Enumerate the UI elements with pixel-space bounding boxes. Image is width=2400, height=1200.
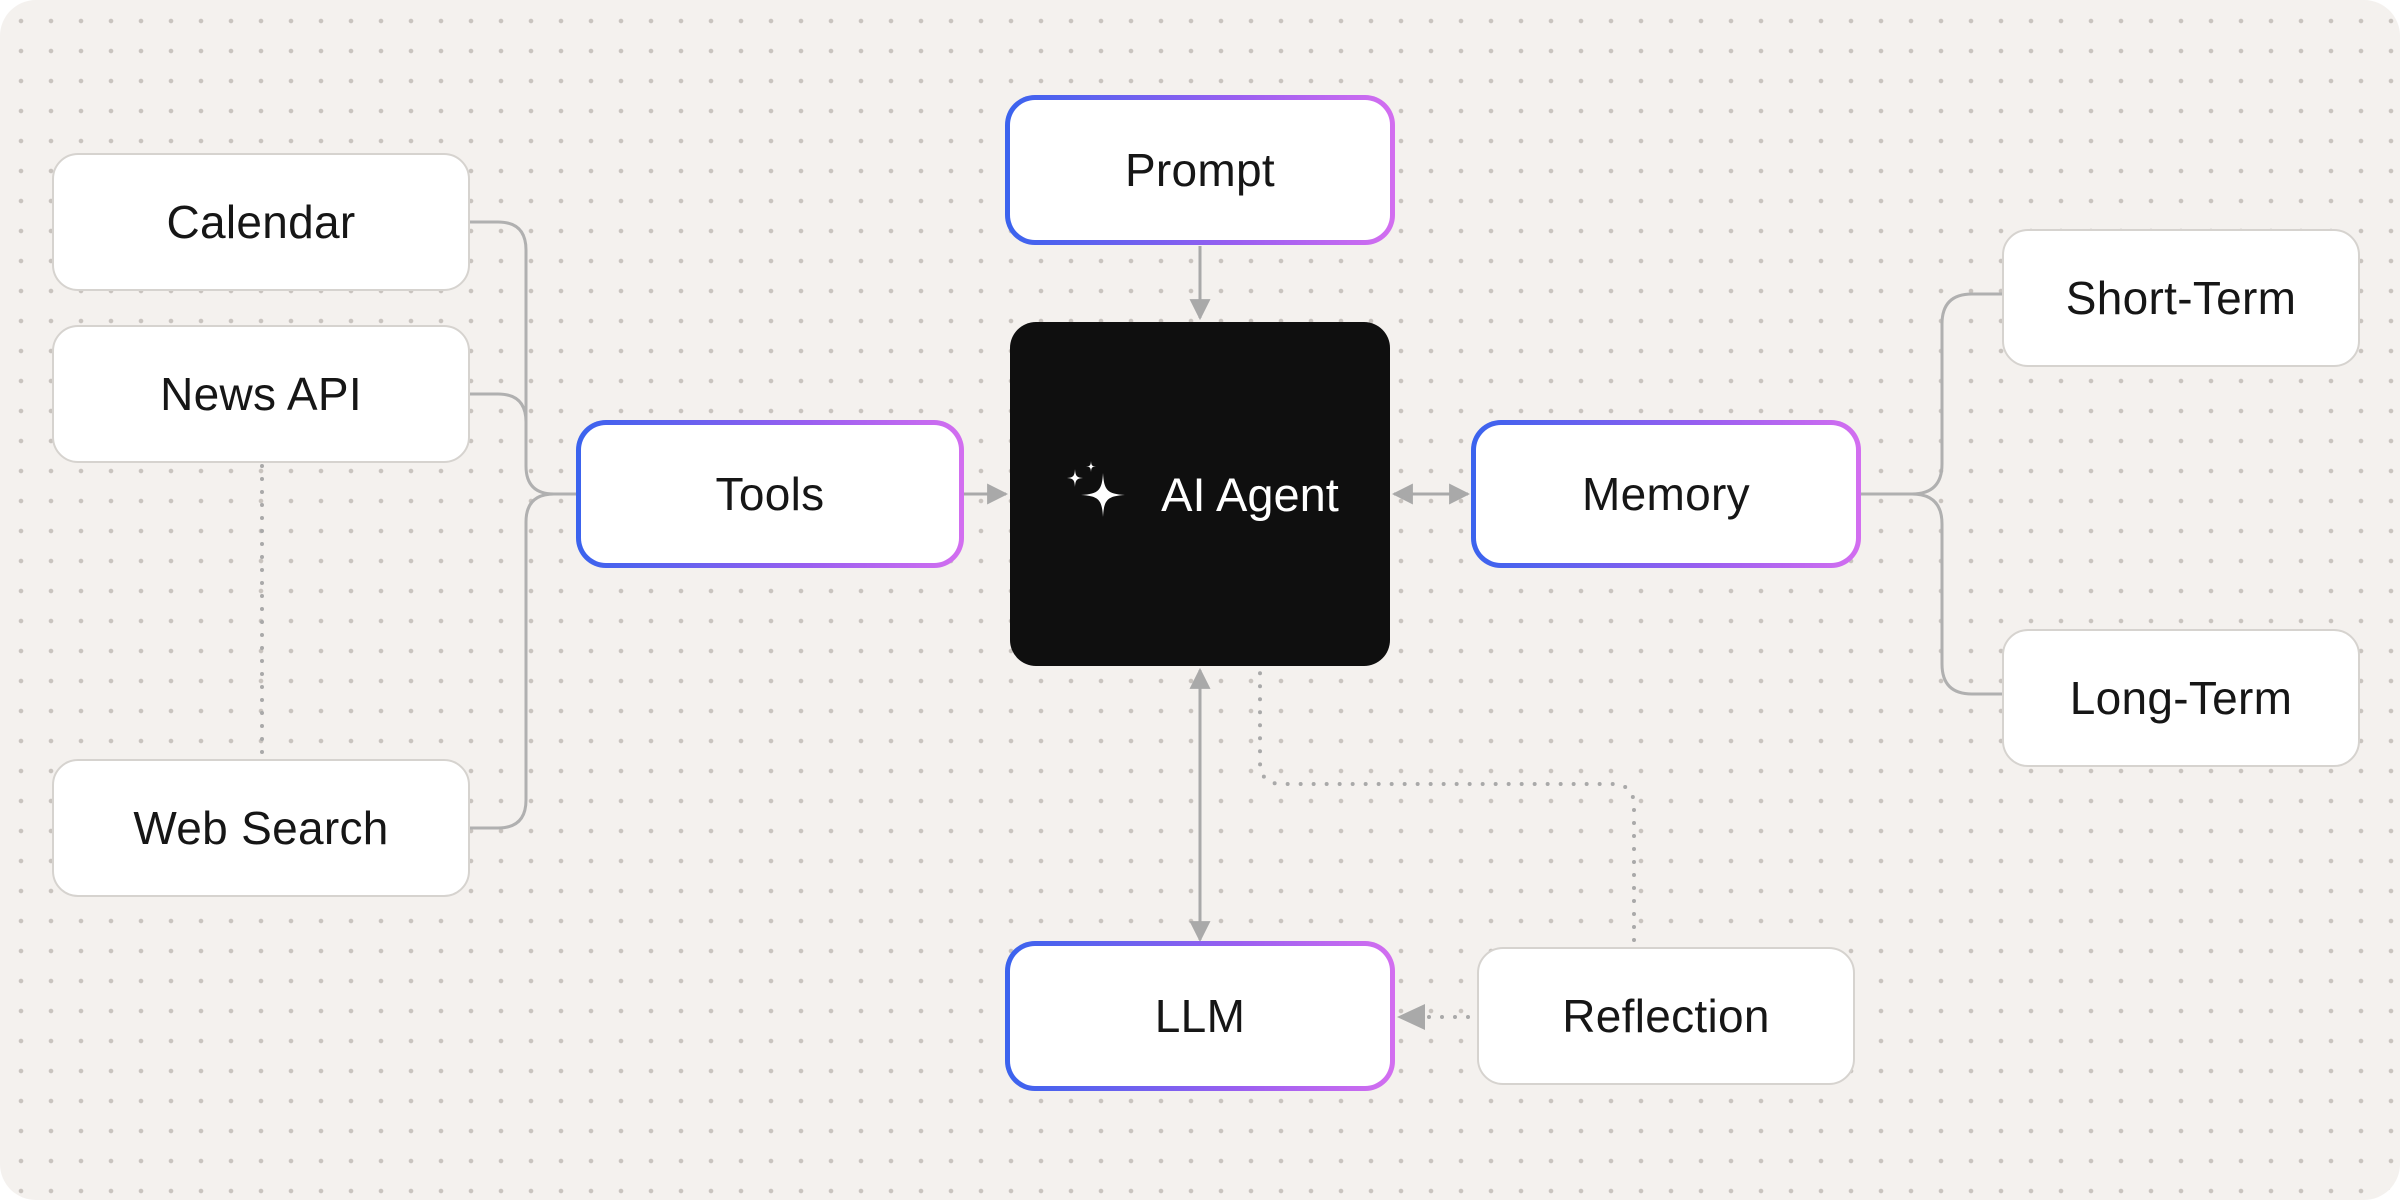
connector-memory-shortterm (1860, 292, 2002, 496)
connector-newsapi-tools (470, 392, 528, 466)
node-news-api: News API (52, 325, 470, 463)
node-short-term: Short-Term (2002, 229, 2360, 367)
ai-agent-label: AI Agent (1161, 467, 1339, 521)
node-calendar: Calendar (52, 153, 470, 291)
node-web-search: Web Search (52, 759, 470, 897)
connector-reflection-agent (1258, 666, 1636, 942)
node-llm: LLM (1005, 941, 1395, 1091)
node-long-term: Long-Term (2002, 629, 2360, 767)
connector-websearch-tools (470, 492, 555, 830)
node-ai-agent: AI Agent (1010, 322, 1390, 666)
node-tools: Tools (576, 420, 964, 568)
node-memory: Memory (1471, 420, 1861, 568)
connector-calendar-tools (470, 220, 578, 496)
node-reflection: Reflection (1477, 947, 1855, 1085)
node-prompt: Prompt (1005, 95, 1395, 245)
connector-memory-longterm (1911, 492, 2002, 696)
sparkle-icon (1061, 459, 1131, 529)
arrowhead-reflection-llm (1397, 1004, 1425, 1030)
